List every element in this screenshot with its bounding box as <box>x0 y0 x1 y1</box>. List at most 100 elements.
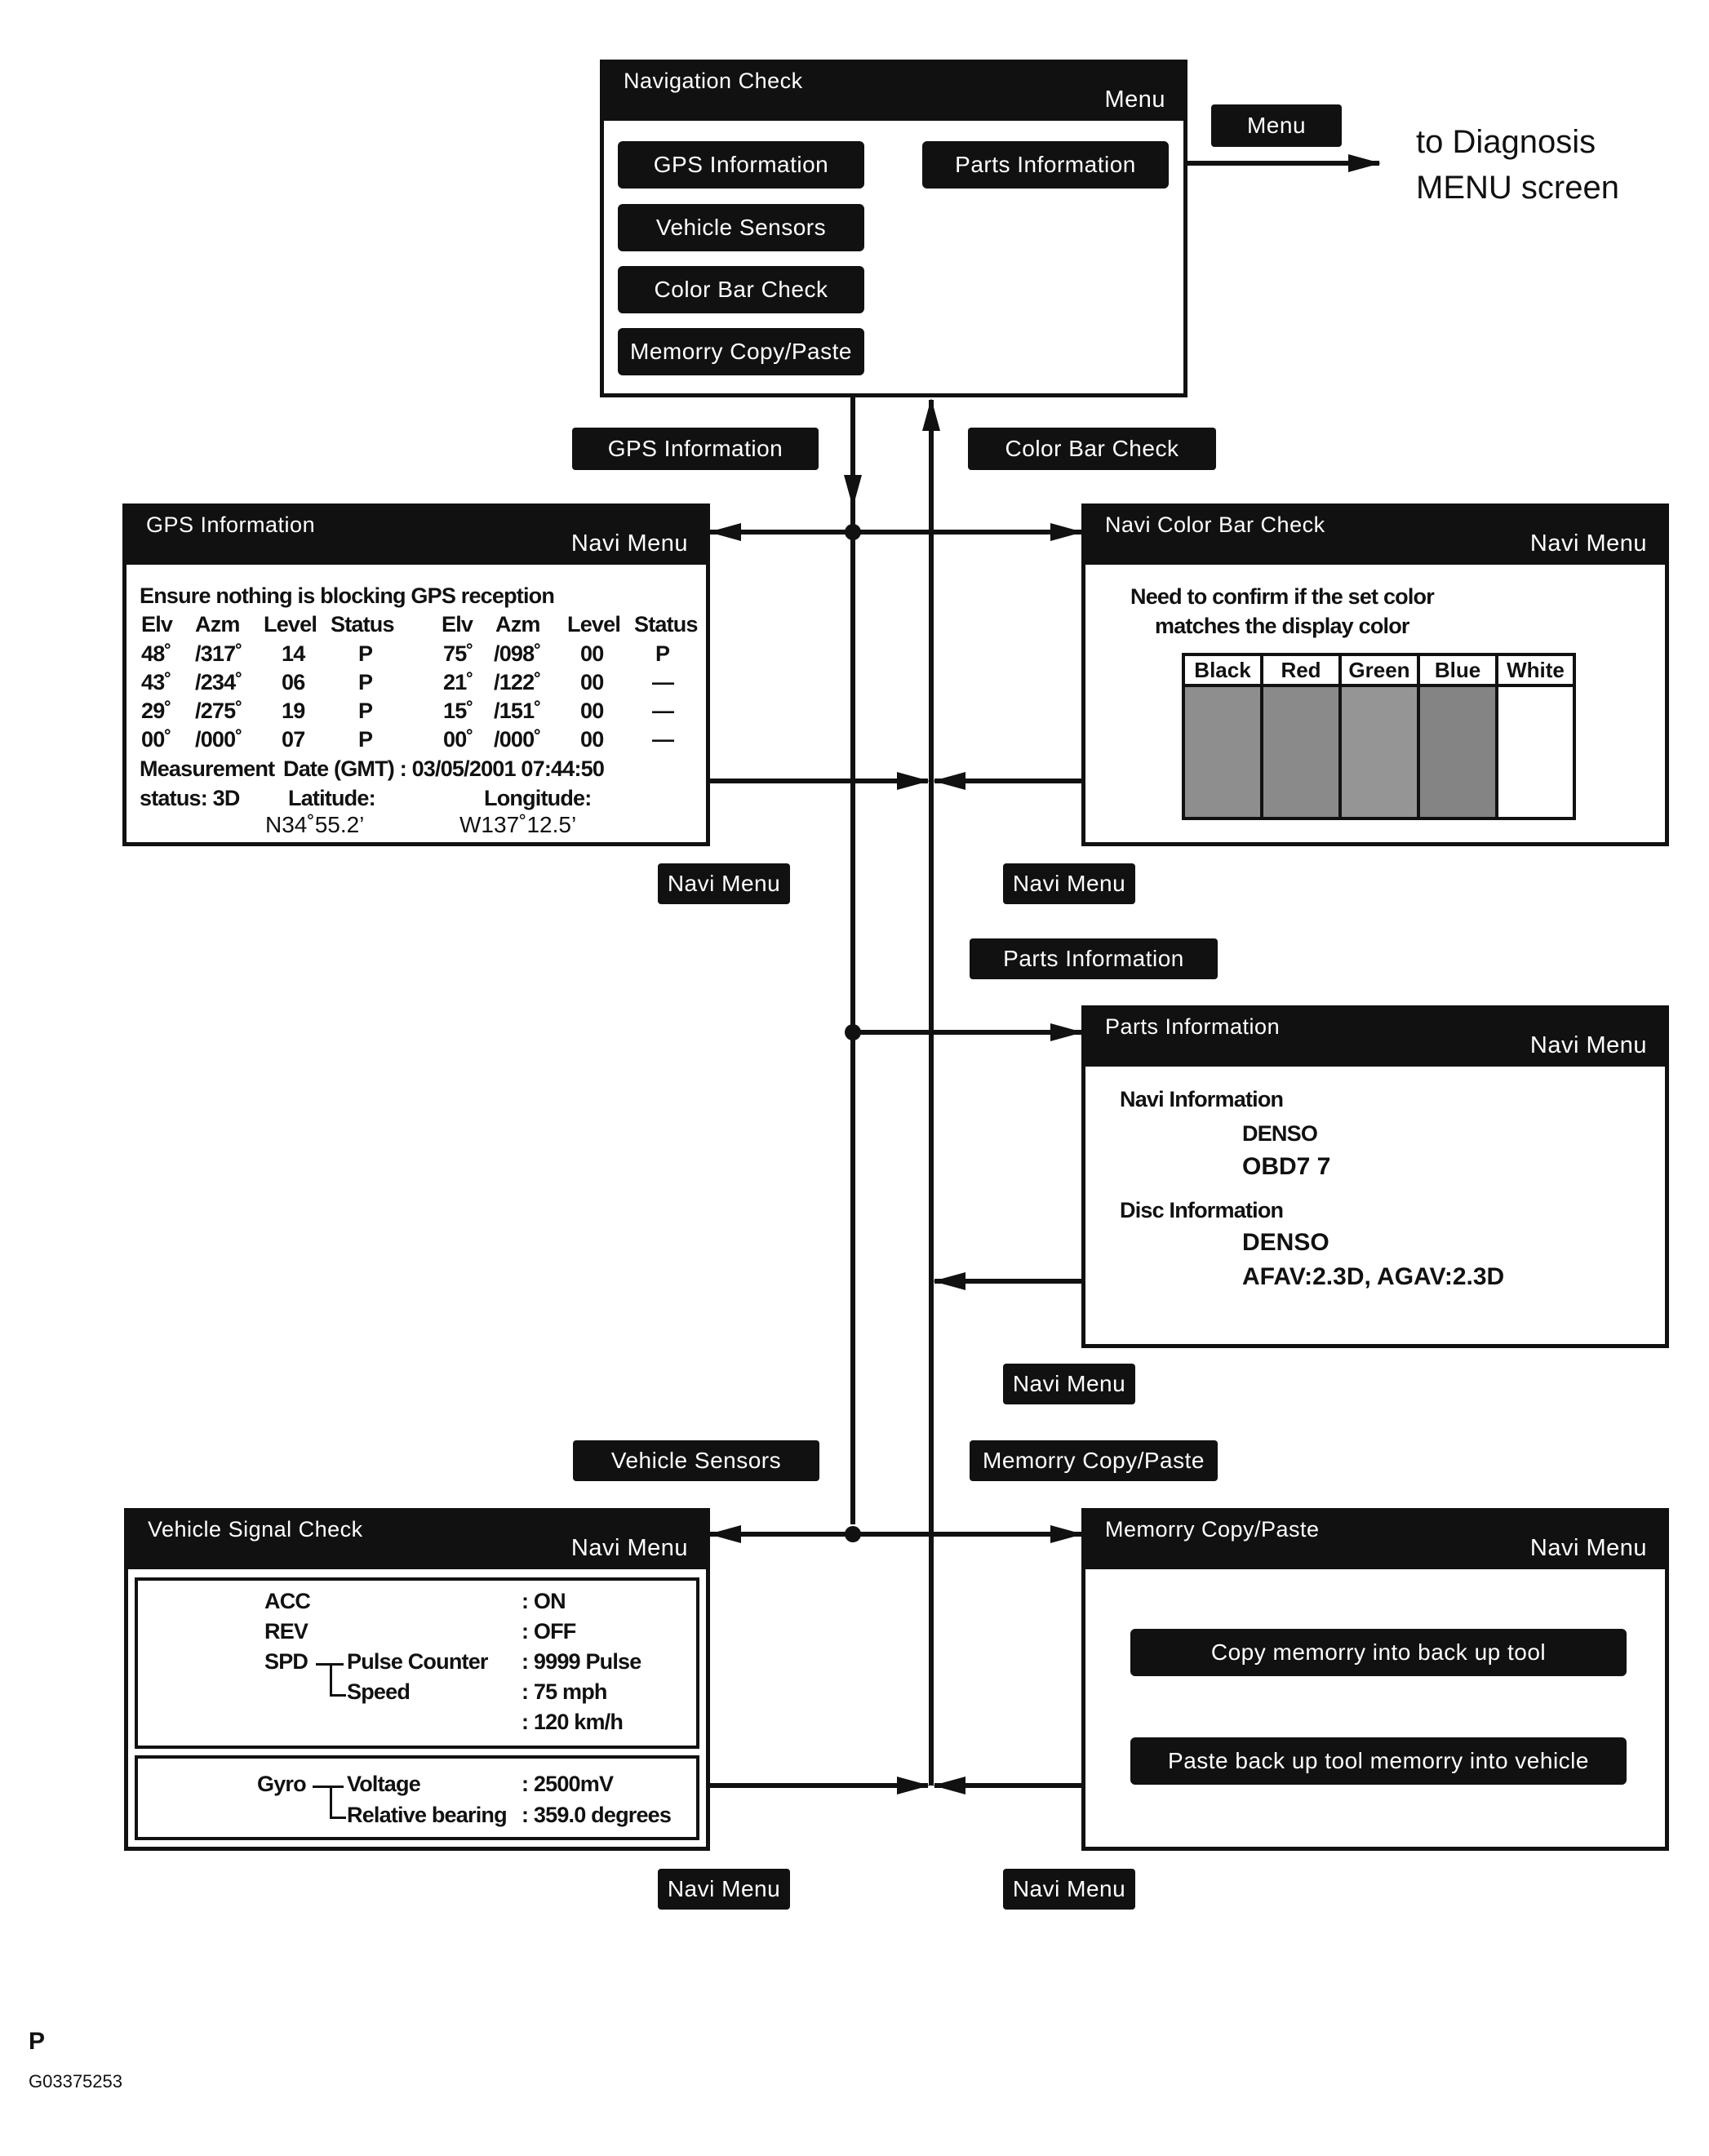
voltage-label: Voltage <box>347 1772 421 1796</box>
swatch-white: White <box>1498 656 1573 817</box>
window-title: Parts Information <box>1105 1014 1281 1039</box>
table-cell: 43˚ <box>141 670 171 694</box>
gyro-panel: Gyro Voltage : 2500mV Relative bearing :… <box>135 1755 699 1840</box>
swatch-label: White <box>1498 656 1573 687</box>
menu-button[interactable]: Menu <box>1104 87 1165 113</box>
table-cell: 00 <box>580 670 604 694</box>
table-cell: 14 <box>282 641 305 666</box>
pulse-counter-label: Pulse Counter <box>347 1649 488 1674</box>
col-header: Level <box>567 612 621 637</box>
table-cell: 07 <box>282 727 305 752</box>
pulse-counter-value: : 9999 Pulse <box>522 1649 641 1674</box>
paste-memory-button[interactable]: Paste back up tool memorry into vehicle <box>1130 1737 1627 1785</box>
vehicle-signal-check-window: Vehicle Signal Check Navi Menu ACC : ON … <box>124 1508 710 1851</box>
table-cell: P <box>358 670 373 694</box>
table-cell: /275˚ <box>195 699 242 723</box>
swatch-fill <box>1185 687 1260 817</box>
longitude-label: Longitude: <box>484 786 592 810</box>
gyro-label: Gyro <box>257 1772 307 1796</box>
table-cell: /317˚ <box>195 641 242 666</box>
window-title: Navigation Check <box>624 69 803 93</box>
table-cell: 48˚ <box>141 641 171 666</box>
bearing-label: Relative bearing <box>347 1803 508 1827</box>
memory-copy-paste-button[interactable]: Memorry Copy/Paste <box>618 328 864 375</box>
table-cell: 15˚ <box>443 699 473 723</box>
disc-code: AFAV:2.3D, AGAV:2.3D <box>1242 1263 1505 1290</box>
rev-value: : OFF <box>522 1619 576 1644</box>
voltage-value: : 2500mV <box>522 1772 614 1796</box>
vehicle-sensors-button[interactable]: Vehicle Sensors <box>618 204 864 251</box>
longitude-value: W137˚12.5’ <box>459 812 577 837</box>
navi-code: OBD7 7 <box>1242 1153 1331 1180</box>
col-header: Level <box>264 612 317 637</box>
gyro-bracket <box>313 1786 344 1817</box>
swatch-fill <box>1263 687 1338 817</box>
title-bar: Parts Information Navi Menu <box>1085 1009 1665 1067</box>
table-cell: /122˚ <box>494 670 541 694</box>
col-header: Status <box>331 612 395 637</box>
navi-menu-button[interactable]: Navi Menu <box>570 1535 688 1561</box>
signal-panel: ACC : ON REV : OFF SPD Pulse Counter : 9… <box>135 1577 699 1749</box>
navi-information-label: Navi Information <box>1120 1087 1284 1111</box>
parts-information-button[interactable]: Parts Information <box>922 141 1169 189</box>
gps-information-tag: GPS Information <box>572 428 819 470</box>
diagnosis-line1: to Diagnosis <box>1416 124 1596 160</box>
memory-copy-paste-window: Memorry Copy/Paste Navi Menu Copy memorr… <box>1081 1508 1669 1851</box>
table-cell: /151˚ <box>494 699 541 723</box>
measurement-date: Date (GMT) : 03/05/2001 07:44:50 <box>283 756 605 781</box>
gps-notice: Ensure nothing is blocking GPS reception <box>140 583 555 608</box>
figure-id: G03375253 <box>29 2071 122 2092</box>
latitude-label: Latitude: <box>288 786 376 810</box>
navi-menu-tag: Navi Menu <box>658 863 790 904</box>
col-header: Status <box>634 612 699 637</box>
col-header: Azm <box>195 612 240 637</box>
status-label: status: 3D <box>140 786 240 810</box>
swatch-fill <box>1342 687 1417 817</box>
copy-memory-button[interactable]: Copy memorry into back up tool <box>1130 1629 1627 1676</box>
spd-label: SPD <box>264 1649 309 1674</box>
table-cell: 00 <box>580 699 604 723</box>
measurement-label: Measurement <box>140 756 275 781</box>
swatch-label: Red <box>1263 656 1338 687</box>
navi-menu-button[interactable]: Navi Menu <box>1529 1032 1647 1058</box>
color-bar-check-tag: Color Bar Check <box>968 428 1216 470</box>
parts-information-window: Parts Information Navi Menu Navi Informa… <box>1081 1005 1669 1348</box>
window-title: Navi Color Bar Check <box>1105 512 1325 537</box>
vehicle-sensors-tag: Vehicle Sensors <box>573 1440 819 1481</box>
table-cell: P <box>358 641 373 666</box>
navi-menu-button[interactable]: Navi Menu <box>570 530 688 557</box>
swatch-label: Green <box>1342 656 1417 687</box>
diagnosis-line2: MENU screen <box>1416 170 1619 206</box>
swatch-green: Green <box>1342 656 1420 817</box>
table-cell: P <box>655 641 670 666</box>
window-title: Memorry Copy/Paste <box>1105 1517 1320 1542</box>
disc-information-label: Disc Information <box>1120 1198 1284 1222</box>
swatch-red: Red <box>1263 656 1342 817</box>
acc-value: : ON <box>522 1589 566 1613</box>
table-cell: 00 <box>580 641 604 666</box>
footer-code-p: P <box>29 2028 46 2055</box>
window-title: GPS Information <box>146 512 316 537</box>
navi-menu-button[interactable]: Navi Menu <box>1529 530 1647 557</box>
title-bar: Vehicle Signal Check Navi Menu <box>128 1512 706 1569</box>
navi-menu-button[interactable]: Navi Menu <box>1529 1535 1647 1561</box>
table-cell: 19 <box>282 699 305 723</box>
table-cell: — <box>652 670 674 694</box>
table-cell: — <box>652 727 674 752</box>
latitude-value: N34˚55.2’ <box>265 812 365 837</box>
color-bar-check-button[interactable]: Color Bar Check <box>618 266 864 313</box>
table-cell: P <box>358 727 373 752</box>
navi-maker: DENSO <box>1242 1121 1318 1146</box>
speed-value-kmh: : 120 km/h <box>522 1710 624 1734</box>
table-cell: 29˚ <box>141 699 171 723</box>
table-cell: /000˚ <box>494 727 541 752</box>
table-cell: — <box>652 699 674 723</box>
gps-information-button[interactable]: GPS Information <box>618 141 864 189</box>
col-header: Elv <box>442 612 473 637</box>
table-cell: /234˚ <box>195 670 242 694</box>
swatch-fill <box>1420 687 1495 817</box>
swatch-fill <box>1498 687 1573 817</box>
table-cell: 06 <box>282 670 305 694</box>
table-cell: 21˚ <box>443 670 473 694</box>
